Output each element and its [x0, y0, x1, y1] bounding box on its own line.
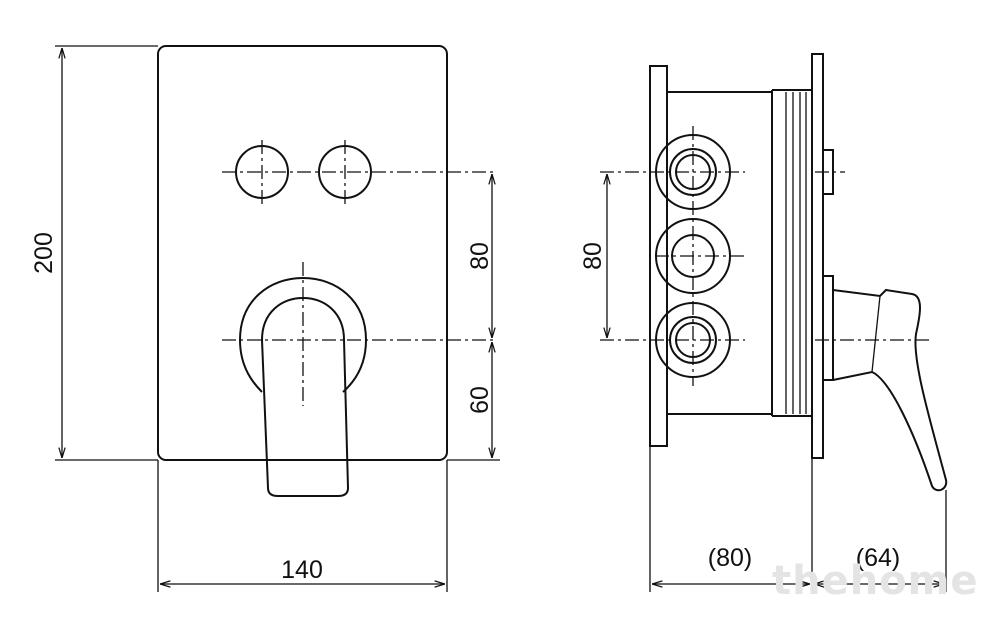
dimension-height-label: 200: [30, 232, 58, 274]
dimension-width-label: 140: [281, 556, 323, 584]
cover-plate: [157, 45, 448, 461]
dimension-depth-box-label: (80): [708, 544, 752, 572]
side-lever-handle: [822, 275, 948, 492]
dimension-height: 200: [30, 45, 158, 461]
lever-handle: [239, 276, 368, 497]
dimension-upper-label: 80: [466, 242, 494, 270]
diverter-button-right: [318, 140, 372, 204]
dimension-lower-label: 60: [466, 386, 494, 414]
dimension-side-label: 80: [579, 242, 607, 270]
dimension-vertical-spacing: 80 60: [447, 174, 500, 461]
dimension-width: 140: [157, 460, 448, 592]
valve-body: [667, 91, 772, 415]
cover-plate-side: [811, 53, 824, 459]
dimension-side-spacing: 80: [579, 174, 607, 338]
front-view: 200 140 80 60: [30, 45, 500, 592]
dimension-depth-handle-label: (64): [856, 544, 900, 572]
dimension-depth: (80) (64): [649, 446, 947, 592]
side-view: 80 (80) (64): [579, 53, 948, 592]
watermark: thehome: [772, 558, 979, 604]
